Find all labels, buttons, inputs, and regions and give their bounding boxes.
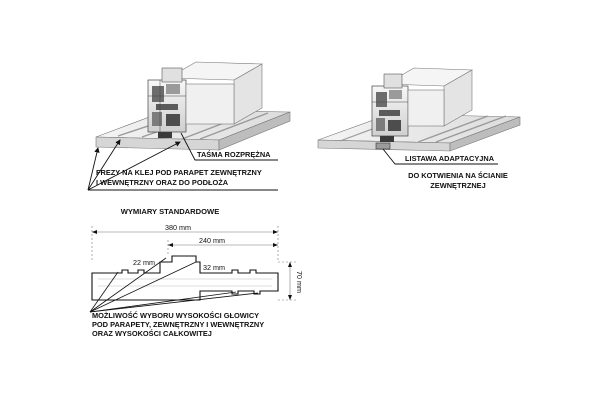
grooves-label-line1: FREZY NA KLEJ POD PARAPET ZEWNĘTRZNY bbox=[96, 168, 262, 177]
dim-partial-width: 240 mm bbox=[199, 236, 225, 245]
left-window-frame bbox=[147, 61, 264, 138]
profile-cross-section bbox=[91, 255, 279, 301]
dim-step-height: 32 mm bbox=[203, 263, 225, 272]
right-window-frame bbox=[371, 67, 474, 142]
note-line1: MOŻLIWOŚĆ WYBORU WYSOKOŚCI GŁOWICY bbox=[92, 311, 259, 320]
adaptation-strip-label: LISTAWA ADAPTACYJNA bbox=[405, 154, 495, 163]
note-leader-lines bbox=[89, 257, 259, 313]
dimension-ticks bbox=[92, 230, 292, 300]
left-leader-lines bbox=[87, 132, 278, 191]
dim-total-width: 380 mm bbox=[165, 223, 191, 232]
right-mounting-board bbox=[317, 113, 521, 152]
standard-dimensions-section: WYMIARY STANDARDOWE bbox=[89, 207, 304, 338]
anchoring-label-line1: DO KOTWIENIA NA ŚCIANIE bbox=[408, 171, 508, 180]
grooves-label-line2: I WEWNĘTRZNY ORAZ DO PODŁOŻA bbox=[96, 178, 229, 187]
left-installation-detail: TAŚMA ROZPRĘŻNA FREZY NA KLEJ POD PARAPE… bbox=[87, 61, 291, 191]
anchoring-label-line2: ZEWNĘTRZNEJ bbox=[430, 181, 485, 190]
section-title: WYMIARY STANDARDOWE bbox=[121, 207, 220, 216]
right-installation-detail: LISTAWA ADAPTACYJNA DO KOTWIENIA NA ŚCIA… bbox=[317, 67, 521, 190]
dim-total-height: 70 mm bbox=[295, 271, 304, 293]
adaptation-strip bbox=[375, 142, 391, 150]
note-line3: ORAZ WYSOKOŚCI CAŁKOWITEJ bbox=[92, 329, 212, 338]
expansion-tape-label: TAŚMA ROZPRĘŻNA bbox=[197, 150, 271, 159]
right-leader-lines bbox=[382, 148, 498, 165]
dim-small-height: 22 mm bbox=[133, 258, 155, 267]
note-line2: POD PARAPETY, ZEWNĘTRZNY I WEWNĘTRZNY bbox=[92, 320, 264, 329]
